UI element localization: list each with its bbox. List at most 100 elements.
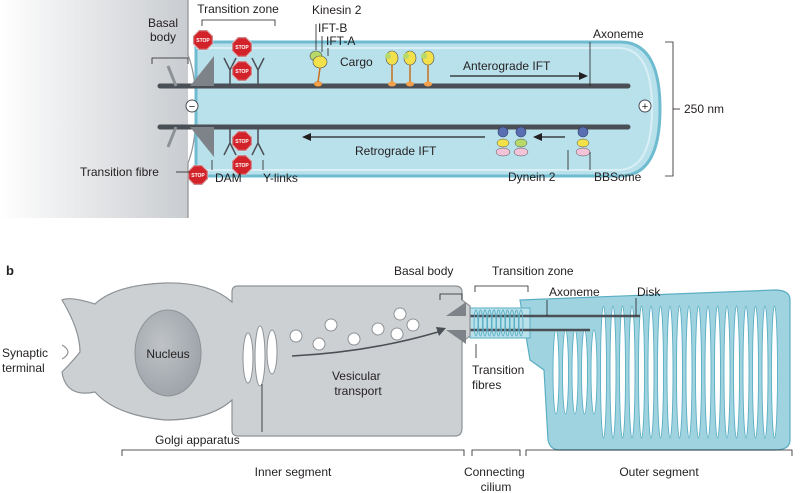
retrograde-arrowhead-short bbox=[533, 133, 542, 141]
label-axoneme-a: Axoneme bbox=[593, 27, 644, 41]
stop-sign: STOP bbox=[231, 130, 253, 152]
vesicular-transport-arrowhead bbox=[436, 327, 446, 336]
transition-zone-coil bbox=[518, 309, 524, 337]
stop-sign: STOP bbox=[231, 60, 253, 82]
transition-fibre-b-top bbox=[446, 302, 466, 316]
transition-zone-coil bbox=[482, 309, 488, 337]
vesicular-transport-arrow bbox=[291, 331, 439, 357]
transition-zone-coil bbox=[500, 309, 506, 337]
disk bbox=[552, 329, 560, 415]
disk bbox=[761, 305, 769, 439]
label-retrograde-ift: Retrograde IFT bbox=[355, 144, 437, 158]
disk bbox=[590, 329, 598, 415]
transition-zone-coil bbox=[496, 309, 501, 337]
stop-sign: STOP bbox=[192, 29, 214, 51]
disk bbox=[714, 305, 721, 439]
golgi-apparatus bbox=[242, 325, 278, 387]
label-axoneme-b: Axoneme bbox=[549, 285, 600, 299]
panel-a: a − + STOP STOP bbox=[0, 0, 724, 218]
inner-segment-bracket bbox=[121, 449, 465, 456]
anterograde-arrowhead bbox=[579, 72, 588, 80]
panel-b: b bbox=[2, 263, 793, 493]
label-dam: DAM bbox=[215, 171, 242, 185]
transition-zone-bracket bbox=[201, 19, 276, 26]
disk bbox=[647, 305, 655, 439]
stop-sign: STOP bbox=[231, 154, 253, 176]
cilium-inner-highlight bbox=[196, 47, 654, 171]
panel-b-letter: b bbox=[6, 263, 14, 278]
disk bbox=[628, 305, 636, 439]
disk bbox=[733, 305, 740, 439]
disk bbox=[752, 305, 759, 439]
anterograde-train bbox=[309, 50, 435, 87]
transition-fibres bbox=[190, 56, 214, 157]
basal-body-bracket bbox=[151, 57, 189, 64]
svg-text:STOP: STOP bbox=[235, 139, 249, 145]
label-ift-a: IFT-A bbox=[326, 34, 355, 48]
label-cargo: Cargo bbox=[340, 55, 373, 69]
disk bbox=[600, 305, 607, 439]
disk bbox=[638, 305, 645, 439]
disk bbox=[619, 305, 626, 439]
plus-sign: + bbox=[642, 101, 648, 113]
svg-text:STOP: STOP bbox=[235, 163, 249, 169]
label-golgi: Golgi apparatus bbox=[155, 433, 240, 447]
svg-text:STOP: STOP bbox=[191, 173, 205, 179]
label-y-links: Y-links bbox=[263, 171, 298, 185]
width-bracket bbox=[665, 41, 674, 177]
disk bbox=[704, 305, 712, 439]
label-kinesin2: Kinesin 2 bbox=[312, 3, 362, 17]
retrograde-train bbox=[495, 126, 591, 157]
label-transition-fibres: Transition fibres bbox=[472, 363, 528, 392]
disk bbox=[609, 305, 617, 439]
synaptic-terminal bbox=[61, 344, 69, 360]
label-synaptic-terminal: Synaptic terminal bbox=[2, 346, 51, 375]
label-transition-fibre: Transition fibre bbox=[80, 165, 159, 179]
connecting-cilium bbox=[445, 307, 640, 339]
cell-body bbox=[0, 0, 188, 218]
disk bbox=[771, 305, 778, 439]
disk bbox=[742, 305, 750, 439]
transition-zone-coil bbox=[491, 309, 497, 337]
disk bbox=[723, 305, 731, 439]
label-dynein2: Dynein 2 bbox=[508, 170, 556, 184]
connecting-cilium-bracket bbox=[471, 449, 521, 456]
disk bbox=[562, 329, 569, 415]
label-anterograde-ift: Anterograde IFT bbox=[463, 59, 551, 73]
vesicles bbox=[289, 307, 420, 351]
nucleus bbox=[134, 309, 202, 397]
label-transition-zone: Transition zone bbox=[197, 2, 279, 16]
outer-segment-bracket bbox=[525, 449, 793, 456]
disk bbox=[695, 305, 702, 439]
disk bbox=[685, 305, 693, 439]
disk bbox=[676, 305, 683, 439]
label-ift-b: IFT-B bbox=[318, 21, 347, 35]
label-vesicular-transport: Vesicular transport bbox=[332, 369, 384, 398]
y-links bbox=[223, 57, 265, 156]
label-inner-segment: Inner segment bbox=[255, 465, 332, 479]
retrograde-arrowhead bbox=[302, 133, 311, 141]
disk bbox=[581, 329, 588, 415]
svg-text:STOP: STOP bbox=[235, 45, 249, 51]
label-bbsome: BBSome bbox=[594, 170, 642, 184]
disk bbox=[666, 305, 674, 439]
stop-sign: STOP bbox=[187, 164, 209, 186]
label-transition-zone-b: Transition zone bbox=[492, 264, 574, 278]
transition-zone-coil bbox=[505, 309, 510, 337]
label-basal-body-b: Basal body bbox=[394, 264, 453, 278]
label-connecting-cilium: Connecting cilium bbox=[464, 465, 528, 493]
inner-segment-body bbox=[61, 282, 471, 437]
disk bbox=[571, 329, 579, 415]
transition-zone-coil bbox=[514, 309, 519, 337]
transition-zone-coil bbox=[478, 309, 483, 337]
transition-fibre-b-bottom bbox=[446, 330, 466, 344]
stop-sign: STOP bbox=[231, 36, 253, 58]
outer-segment bbox=[519, 289, 791, 451]
plus-end-marker bbox=[638, 99, 652, 113]
minus-sign: − bbox=[189, 101, 195, 113]
label-nucleus: Nucleus bbox=[146, 347, 189, 361]
svg-text:STOP: STOP bbox=[235, 69, 249, 75]
